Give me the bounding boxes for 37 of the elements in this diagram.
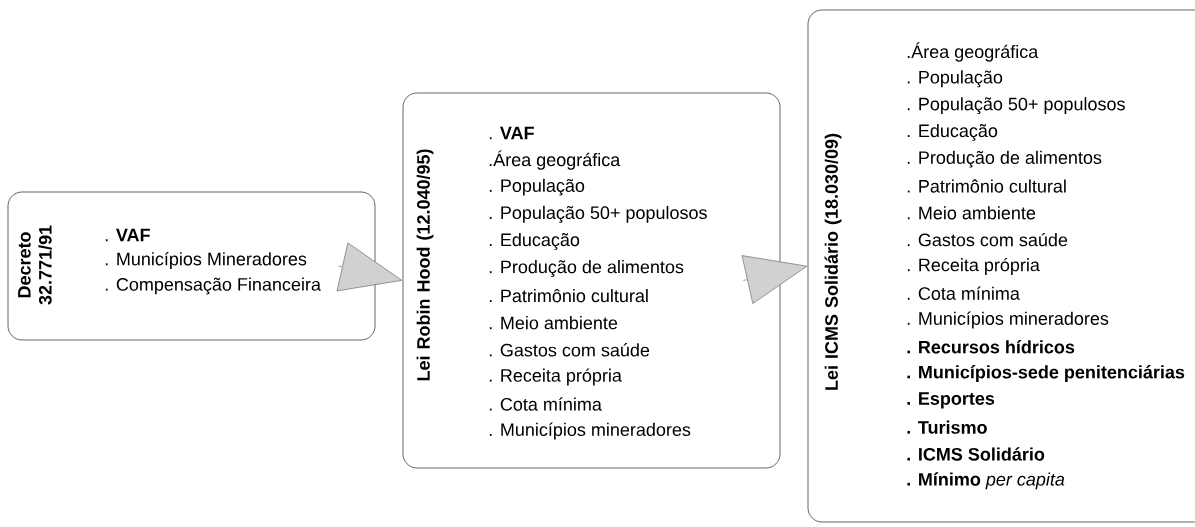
arrow: [336, 242, 403, 292]
list-item: . Gastos com saúde: [907, 232, 1068, 247]
list-item: . Produção de alimentos: [489, 260, 684, 277]
list-item: . Receita própria: [489, 368, 622, 386]
list-item: . Municípios-sede penitenciárias: [907, 365, 1185, 383]
list-item: . Educação: [489, 232, 580, 250]
list-item: . VAF: [489, 126, 534, 140]
rotated-title: Decreto 32.771/91: [18, 225, 52, 305]
list-item: . VAF: [105, 228, 150, 242]
list-item: . ICMS Solidário: [907, 447, 1045, 461]
list-item: . Educação: [907, 123, 998, 141]
list-item: . Cota mínima: [489, 397, 602, 411]
rotated-title: Lei ICMS Solidário (18.030/09): [824, 133, 842, 390]
rotated-title: Lei Robin Hood (12.040/95): [416, 149, 434, 381]
list-item: .Área geográfica: [489, 150, 621, 170]
list-item: . Esportes: [907, 392, 995, 409]
list-item: . População 50+ populosos: [907, 97, 1125, 114]
list-item: . Municípios mineradores: [907, 311, 1109, 329]
arrow: [741, 255, 808, 304]
list-item: . Meio ambiente: [489, 316, 618, 330]
list-item: .Área geográfica: [907, 42, 1039, 62]
list-item: . Municípios mineradores: [489, 422, 691, 440]
list-item: . População: [907, 70, 1003, 88]
list-item: . População 50+ populosos: [489, 205, 707, 223]
list-item: . Receita própria: [907, 257, 1040, 275]
list-item: . Turismo: [907, 420, 987, 434]
list-item: . Patrimônio cultural: [489, 288, 648, 303]
list-item: . Mínimo per capita: [907, 472, 1065, 490]
list-item: . Gastos com saúde: [489, 343, 650, 357]
list-item: . Patrimônio cultural: [907, 179, 1066, 193]
list-item: . Cota mínima: [907, 286, 1020, 300]
list-item: . Produção de alimentos: [907, 150, 1102, 168]
list-item: . Meio ambiente: [907, 206, 1036, 220]
list-item: . População: [489, 178, 585, 196]
list-item: . Recursos hídricos: [907, 340, 1075, 354]
list-item: . Municípios Mineradores: [105, 252, 307, 269]
list-item: . Compensação Financeira: [105, 277, 321, 295]
